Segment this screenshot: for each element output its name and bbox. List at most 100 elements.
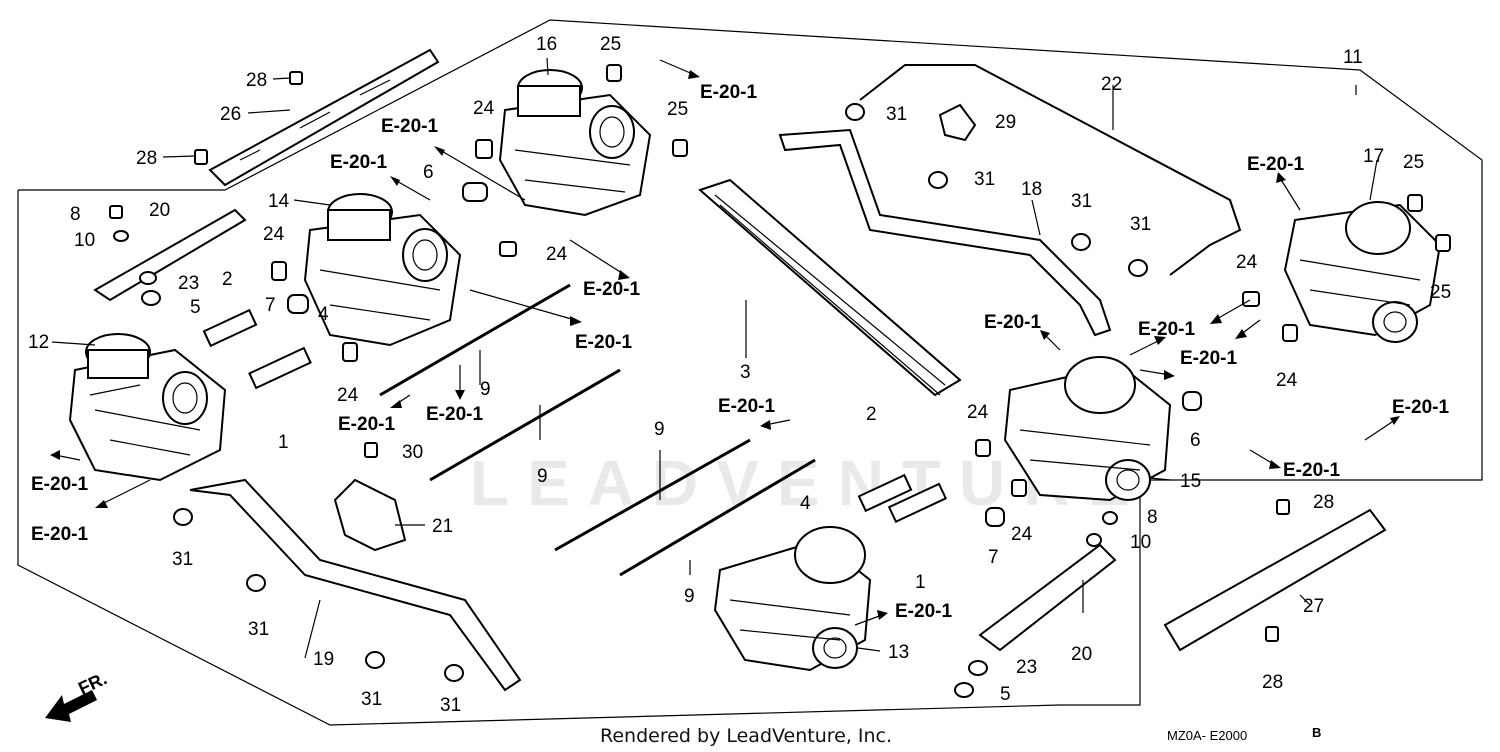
callout-7: 7 [988,547,999,568]
ref-label: E-20-1 [1283,460,1340,481]
bracket-20-left [93,208,247,302]
callout-29: 29 [995,112,1016,133]
callout-31: 31 [1071,191,1092,212]
callout-9: 9 [654,419,665,440]
callout-31: 31 [886,104,907,125]
callout-22: 22 [1101,74,1122,95]
reference-arrows [50,59,1400,626]
callout-20: 20 [1071,644,1092,665]
callout-1: 1 [278,432,289,453]
callout-18: 18 [1021,179,1042,200]
throttle-cable-22 [859,64,1242,276]
callout-28: 28 [1313,492,1334,513]
link-plate-3 [698,178,962,397]
callout-10: 10 [74,230,95,251]
ref-label: E-20-1 [31,524,88,545]
callout-25: 25 [667,99,688,120]
callout-24: 24 [967,402,989,423]
callout-13: 13 [888,642,909,663]
callout-15: 15 [1180,471,1201,492]
ref-label: E-20-1 [718,396,775,417]
callout-31: 31 [1130,214,1151,235]
callout-25: 25 [1403,152,1424,173]
callout-24: 24 [263,224,285,245]
carburetor-16 [498,69,652,217]
small-parts [109,64,1451,698]
diagram-code: MZ0A- E2000 [1167,728,1247,743]
callout-23: 23 [1016,657,1037,678]
ref-label: E-20-1 [330,152,387,173]
callout-31: 31 [361,689,382,710]
clamp-29 [938,103,977,142]
callout-28: 28 [1262,672,1283,693]
reference-labels: E-20-1 E-20-1 E-20-1 E-20-1 E-20-1 E-20-… [31,82,1449,622]
stay-19 [189,478,522,692]
callout-2: 2 [222,269,233,290]
ref-label: E-20-1 [338,414,395,435]
bracket-20-right [978,543,1117,652]
ref-label: E-20-1 [381,116,438,137]
callout-23: 23 [178,273,199,294]
carburetor-12 [68,333,227,482]
callout-25: 25 [600,34,621,55]
ref-label: E-20-1 [700,82,757,103]
ref-label: E-20-1 [583,279,640,300]
ref-label: E-20-1 [984,312,1041,333]
callout-14: 14 [268,191,290,212]
ref-label: E-20-1 [1392,397,1449,418]
carburetor-15 [1003,356,1172,502]
carburetor-14 [303,193,462,347]
callout-8: 8 [70,204,81,225]
ref-label: E-20-1 [1247,154,1304,175]
ref-label: E-20-1 [1180,348,1237,369]
callout-24: 24 [473,98,495,119]
clip-21 [333,478,407,552]
callout-4: 4 [800,493,811,514]
callout-20: 20 [149,200,170,221]
callout-9: 9 [684,586,695,607]
callout-5: 5 [1000,684,1011,705]
callout-27: 27 [1303,596,1324,617]
stay-18 [778,128,1112,337]
callout-24: 24 [1011,524,1033,545]
callout-24: 24 [546,244,568,265]
callout-6: 6 [1190,430,1201,451]
carburetor-13 [713,526,872,672]
callout-numbers: 1 1 2 2 3 4 4 5 5 6 6 7 7 8 8 9 9 9 9 10… [28,34,1451,716]
callout-12: 12 [28,332,49,353]
callout-6: 6 [423,162,434,183]
callout-24: 24 [1276,370,1298,391]
callout-17: 17 [1363,146,1384,167]
callout-8: 8 [1147,507,1158,528]
callout-25: 25 [1430,282,1451,303]
diagram-revision: B [1312,725,1321,740]
callout-9: 9 [480,379,491,400]
ref-label: E-20-1 [31,474,88,495]
assembly-frame [17,19,1483,726]
stay-26 [208,48,440,187]
callout-21: 21 [432,516,453,537]
callout-26: 26 [220,104,241,125]
carburetor-17 [1283,201,1442,343]
leader-lines [51,57,1378,659]
callout-16: 16 [536,34,557,55]
callout-10: 10 [1130,532,1151,553]
callout-9: 9 [537,466,548,487]
callout-28: 28 [136,148,157,169]
callout-1: 1 [915,572,926,593]
front-arrow-icon [45,690,97,722]
callout-31: 31 [440,695,461,716]
callout-24: 24 [1236,252,1258,273]
front-label: FR. [75,668,110,698]
callout-2: 2 [866,404,877,425]
ref-label: E-20-1 [426,404,483,425]
callout-31: 31 [248,619,269,640]
callout-28: 28 [246,70,267,91]
callout-19: 19 [313,649,334,670]
callout-5: 5 [190,297,201,318]
callout-4: 4 [318,304,329,325]
callout-31: 31 [172,549,193,570]
ref-label: E-20-1 [575,332,632,353]
